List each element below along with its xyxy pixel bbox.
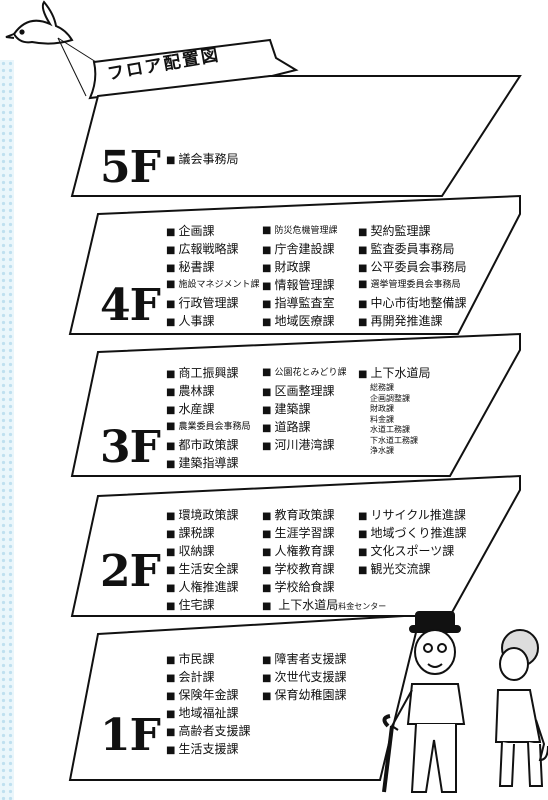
- floor-4f-col2-item: 指導監査室: [262, 296, 334, 312]
- floor-2f-col1-item: 収納課: [166, 544, 214, 560]
- floor-3f-col2-item: 道路課: [262, 420, 310, 436]
- floor-4f-col1-item: 広報戦略課: [166, 242, 238, 258]
- floor-1f-col1-item: 保険年金課: [166, 688, 238, 704]
- floor-4f-col2-item: 地域医療課: [262, 314, 334, 330]
- floor-4f-col1-item: 企画課: [166, 224, 214, 240]
- floor-3f-waterworks-head: 上下水道局: [358, 366, 430, 382]
- floor-2f-col3-item: 観光交流課: [358, 562, 430, 578]
- elderly-couple-illustration: [382, 611, 548, 793]
- floor-2f-col2-item: 教育政策課: [262, 508, 334, 524]
- floor-1f-col2-item: 次世代支援課: [262, 670, 346, 686]
- floor-2f-col2-item: 生涯学習課: [262, 526, 334, 542]
- floor-3f-label: 3F: [100, 422, 161, 473]
- title-banner: [88, 38, 299, 100]
- floor-5f-item: 議会事務局: [166, 152, 238, 168]
- floor-2f-waterworks-name: 上下水道局: [278, 598, 339, 612]
- floor-2f-col2-item: 学校教育課: [262, 562, 334, 578]
- floor-3f-waterworks-sub-item: 総務課: [370, 383, 394, 392]
- floor-4f-col1-item: 施設マネジメント課: [166, 278, 259, 292]
- floor-1f-col1-item: 生活支援課: [166, 742, 238, 758]
- floor-3f-waterworks-sub-item: 企画調整課: [370, 393, 410, 403]
- floor-4f-col3-item: 公平委員会事務局: [358, 260, 466, 276]
- floor-3f-waterworks-sub-item: 財政課: [370, 404, 394, 413]
- floor-4f-col3-item: 中心市街地整備課: [358, 296, 466, 312]
- floor-4f-col3-item: 契約監理課: [358, 224, 430, 240]
- floor-2f-label: 2F: [100, 546, 161, 597]
- floor-2f-col2-item: 人権教育課: [262, 544, 334, 560]
- floor-1f-col2-item: 障害者支援課: [262, 652, 346, 668]
- floor-4f-col1-item: 行政管理課: [166, 296, 238, 312]
- floor-1f-label: 1F: [100, 710, 161, 761]
- floor-3f-col1-item: 商工振興課: [166, 366, 238, 382]
- floor-2f-col3-item: リサイクル推進課: [358, 508, 465, 524]
- dotted-side-border: [0, 60, 14, 800]
- floor-2f-col1-item: 住宅課: [166, 598, 214, 614]
- floor-2f-col3-item: 文化スポーツ課: [358, 544, 454, 560]
- floor-3f-col1-item: 農林課: [166, 384, 214, 400]
- floor-1f-col1-item: 会計課: [166, 670, 214, 686]
- floor-4f-col3-item: 選挙管理委員会事務局: [358, 278, 460, 292]
- floor-3f-col1-item: 水産課: [166, 402, 214, 418]
- floor-3f-col2-item: 区画整理課: [262, 384, 334, 400]
- floor-2f-col1-item: 生活安全課: [166, 562, 238, 578]
- floor-5f-label: 5F: [100, 142, 161, 193]
- floor-2f-col1-item: 課税課: [166, 526, 214, 542]
- floor-3f-col2-item: 公園花とみどり課: [262, 366, 346, 380]
- floor-4f-col2-item: 情報管理課: [262, 278, 334, 294]
- floor-2f-col3-item: 地域づくり推進課: [358, 526, 466, 542]
- floor-3f-waterworks-sub-item: 料金課: [370, 414, 394, 424]
- floor-1f-col1-item: 市民課: [166, 652, 214, 668]
- floor-4f-col3-item: 再開発推進課: [358, 314, 442, 330]
- bird-icon: [5, 0, 74, 45]
- floor-2f-waterworks: 上下水道局料金センター: [262, 598, 386, 614]
- floor-2f-col1-item: 環境政策課: [166, 508, 238, 524]
- floor-1f-col1-item: 地域福祉課: [166, 706, 238, 722]
- floor-1f-col2-item: 保育幼稚園課: [262, 688, 346, 704]
- floor-3f-waterworks-sub-item: 下水道工務課: [370, 435, 418, 445]
- floor-3f-waterworks-sub-item: 水道工務課: [370, 425, 410, 434]
- floor-3f-waterworks-sub-item: 浄水課: [370, 446, 394, 455]
- floor-4f-label: 4F: [100, 280, 161, 331]
- floor-3f-col2-item: 建築課: [262, 402, 310, 418]
- floor-4f-col3-item: 監査委員事務局: [358, 242, 454, 258]
- floor-4f-col1-item: 人事課: [166, 314, 214, 330]
- floor-3f-col1-item: 都市政策課: [166, 438, 238, 454]
- floor-4f-col1-item: 秘書課: [166, 260, 214, 276]
- floor-3f-col2-item: 河川港湾課: [262, 438, 334, 454]
- floor-2f-waterworks-note: 料金センター: [338, 602, 387, 611]
- floor-3f-col1-item: 建築指導課: [166, 456, 238, 472]
- floor-4f-col2-item: 財政課: [262, 260, 310, 276]
- floor-4f-col2-item: 防災危機管理課: [262, 224, 337, 238]
- floor-2f-col2-item: 学校給食課: [262, 580, 334, 596]
- floor-2f-col1-item: 人権推進課: [166, 580, 238, 596]
- floor-3f-col1-item: 農業委員会事務局: [166, 420, 250, 434]
- floor-4f-col2-item: 庁舎建設課: [262, 242, 334, 258]
- floor-1f-col1-item: 高齢者支援課: [166, 724, 250, 740]
